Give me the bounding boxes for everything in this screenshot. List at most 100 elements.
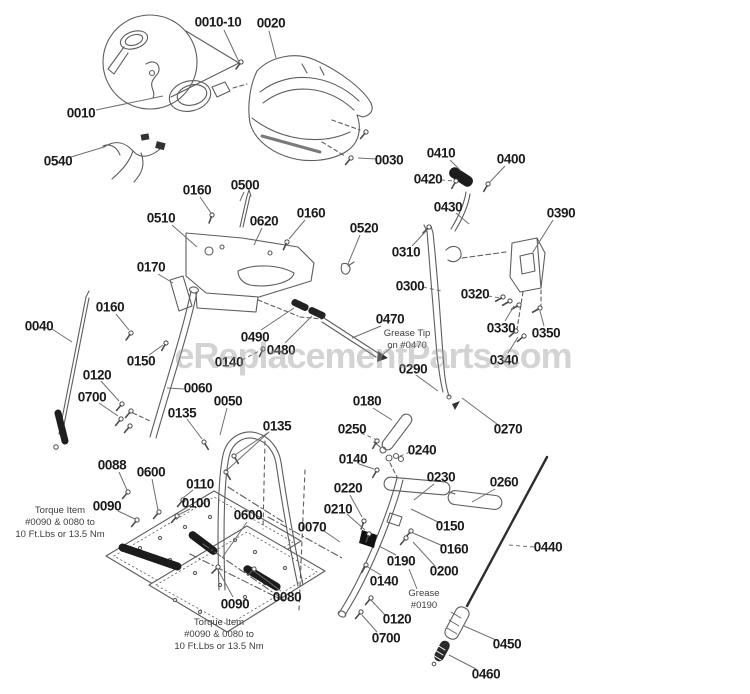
part-callout[interactable]: 0180 [352, 393, 382, 409]
part-callout[interactable]: 0150 [435, 518, 465, 534]
leader-line [422, 286, 442, 292]
part-callout[interactable]: 0240 [407, 442, 437, 458]
part-callout[interactable]: 0230 [426, 469, 456, 485]
screw-icon [120, 488, 132, 501]
part-callout[interactable]: 0140 [214, 354, 244, 370]
part-callout[interactable]: 0480 [266, 342, 296, 358]
screw-icon [123, 407, 135, 420]
part-callout[interactable]: 0330 [486, 320, 516, 336]
part-callout[interactable]: 0220 [333, 480, 363, 496]
leader-line [217, 569, 234, 598]
screw-icon [530, 304, 544, 315]
part-callout[interactable]: 0320 [460, 286, 490, 302]
part-callout[interactable]: 0190 [386, 553, 416, 569]
diagram-note-line: Torque Item [34, 505, 86, 517]
part-callout[interactable]: 0290 [398, 361, 428, 377]
part-callout[interactable]: 0260 [489, 474, 519, 490]
part-callout[interactable]: 0160 [95, 299, 125, 315]
leader-line [70, 146, 105, 158]
screw-icon [493, 293, 507, 304]
part-callout[interactable]: 0520 [349, 220, 379, 236]
part-callout[interactable]: 0160 [182, 182, 212, 198]
part-callout[interactable]: 0310 [391, 244, 421, 260]
part-callout[interactable]: 0300 [395, 278, 425, 294]
leader-line [488, 165, 506, 184]
part-callout[interactable]: 0030 [374, 152, 404, 168]
part-callout[interactable]: 0420 [413, 171, 443, 187]
part-callout[interactable]: 0340 [489, 352, 519, 368]
part-callout[interactable]: 0500 [230, 177, 260, 193]
diagram-note-line: 10 Ft.Lbs or 13.5 Nm [15, 528, 105, 540]
part-callout[interactable]: 0020 [256, 15, 286, 31]
part-callout[interactable]: 0090 [220, 596, 250, 612]
part-callout[interactable]: 0170 [136, 259, 166, 275]
leader-line [408, 568, 418, 590]
part-callout[interactable]: 0390 [546, 205, 576, 221]
part-callout[interactable]: 0250 [337, 421, 367, 437]
part-callout[interactable]: 0440 [533, 539, 563, 555]
part-callout[interactable]: 0210 [323, 501, 353, 517]
part-callout[interactable]: 0060 [183, 380, 213, 396]
leader-line [449, 159, 462, 172]
part-callout[interactable]: 0110 [186, 476, 214, 492]
part-callout[interactable]: 0620 [249, 213, 279, 229]
part-callout[interactable]: 0400 [496, 151, 526, 167]
part-callout[interactable]: 0140 [338, 451, 368, 467]
leader-line [397, 451, 411, 458]
leader-line [253, 227, 263, 246]
part-callout[interactable]: 0200 [429, 563, 459, 579]
part-callout[interactable]: 0080 [272, 589, 302, 605]
leader-line [219, 407, 228, 436]
control-panel-drawing [169, 189, 315, 313]
leader-line [461, 397, 498, 425]
leader-line [260, 307, 295, 331]
part-callout[interactable]: 0100 [181, 495, 211, 511]
part-callout[interactable]: 0410 [426, 145, 456, 161]
leader-line [440, 179, 456, 182]
diagram-note-line: #0190 [410, 600, 438, 611]
screws-0030-drawing [321, 119, 361, 157]
part-callout[interactable]: 0510 [146, 210, 176, 226]
part-callout[interactable]: 0160 [439, 541, 469, 557]
part-callout[interactable]: 0120 [82, 367, 112, 383]
leader-line [166, 387, 185, 390]
part-callout[interactable]: 0010 [66, 105, 96, 121]
part-callout[interactable]: 0540 [43, 153, 73, 169]
part-callout[interactable]: 0120 [382, 611, 412, 627]
part-callout[interactable]: 0090 [92, 498, 122, 514]
leader-line [221, 521, 248, 559]
part-callout[interactable]: 0135 [167, 405, 197, 421]
part-callout[interactable]: 0160 [296, 205, 326, 221]
screw-icon [363, 594, 375, 607]
part-callout[interactable]: 0450 [492, 636, 522, 652]
part-callout[interactable]: 0470 [375, 311, 405, 327]
part-callout[interactable]: 0040 [24, 318, 54, 334]
part-callout[interactable]: 0088 [97, 457, 127, 473]
part-callout[interactable]: 0600 [136, 464, 166, 480]
part-callout[interactable]: 0460 [471, 666, 501, 682]
part-callout[interactable]: 0070 [297, 519, 327, 535]
part-callout[interactable]: 0490 [240, 329, 270, 345]
part-callout[interactable]: 0140 [369, 573, 399, 589]
part-callout[interactable]: 0010-10 [194, 14, 242, 30]
screw-icon [353, 608, 365, 621]
screw-icon [122, 422, 134, 435]
part-callout[interactable]: 0700 [371, 630, 401, 646]
leader-line [532, 219, 554, 253]
part-callout[interactable]: 0350 [531, 325, 561, 341]
diagram-note-line: Torque Item [193, 617, 245, 629]
part-callout[interactable]: 0050 [213, 393, 243, 409]
part-callout[interactable]: 0700 [77, 389, 107, 405]
leader-line [157, 273, 174, 284]
part-callout[interactable]: 0135 [262, 418, 292, 434]
leader-line [360, 432, 376, 440]
chute-control-drawing [423, 167, 546, 410]
leader-line [347, 234, 361, 265]
part-callout[interactable]: 0430 [433, 199, 463, 215]
part-callout[interactable]: 0600 [233, 507, 263, 523]
part-callout[interactable]: 0270 [493, 421, 523, 437]
part-callout[interactable]: 0150 [126, 353, 156, 369]
